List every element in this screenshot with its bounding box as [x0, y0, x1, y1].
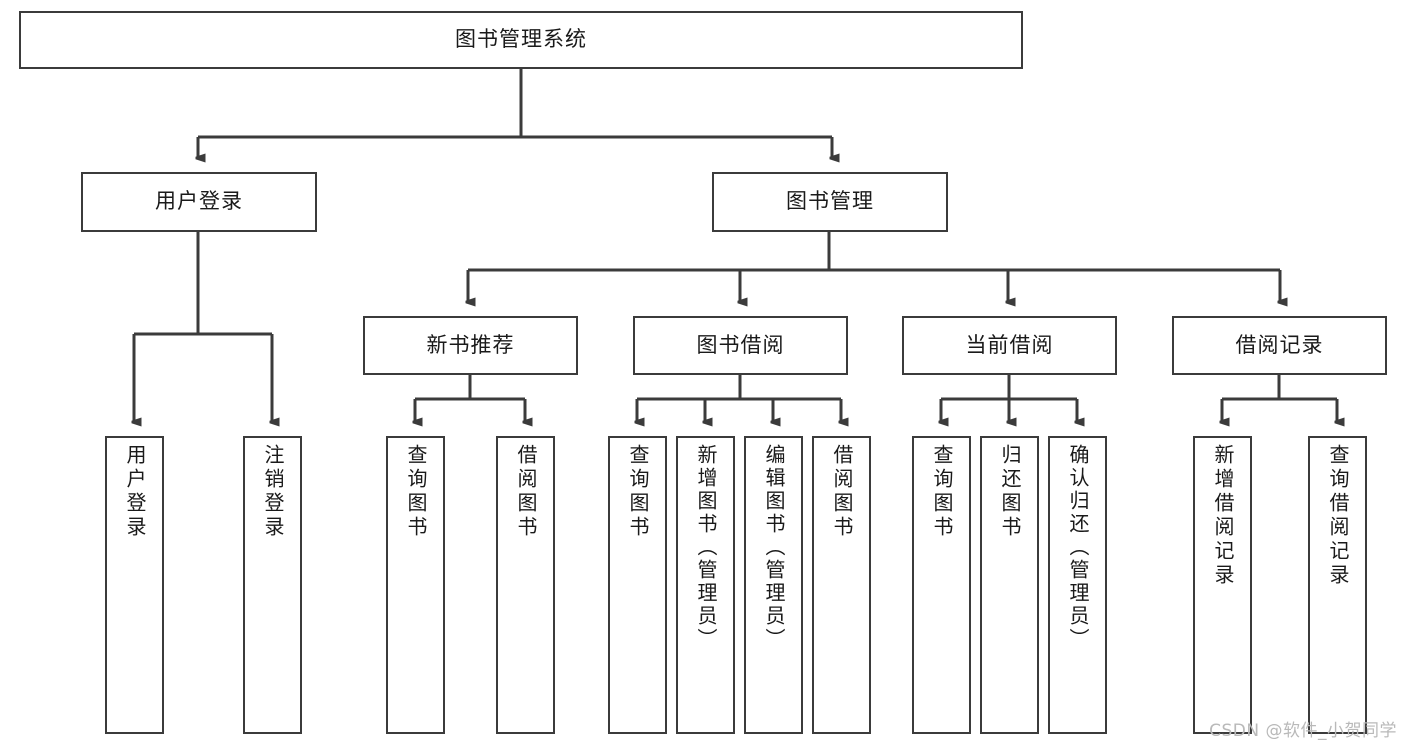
node-root-system[interactable]: 图书管理系统 [19, 11, 1023, 69]
node-label: 归还图书 [998, 444, 1022, 540]
node-label: 用户登录 [123, 444, 147, 540]
node-label: 新增借阅记录 [1211, 444, 1235, 588]
node-label: 图书管理 [786, 189, 874, 214]
node-label: 用户登录 [155, 189, 243, 214]
leaf-user-login-signout[interactable]: 注销登录 [243, 436, 302, 734]
node-label: 查询图书 [404, 444, 428, 540]
node-label: 新书推荐 [426, 332, 515, 357]
node-label: 借阅记录 [1235, 332, 1324, 357]
node-label: 图书管理系统 [455, 27, 587, 52]
leaf-current-confirm-return-admin[interactable]: 确认归还（管理员） [1048, 436, 1107, 734]
node-borrow-record[interactable]: 借阅记录 [1172, 316, 1387, 375]
csdn-watermark: CSDN @软件_小贺同学 [1209, 721, 1397, 741]
node-label: 借阅图书 [514, 444, 538, 540]
leaf-borrow-add-book-admin[interactable]: 新增图书（管理员） [676, 436, 735, 734]
node-label: 当前借阅 [965, 332, 1054, 357]
node-label: 新增图书（管理员） [694, 444, 718, 651]
node-label: 查询图书 [626, 444, 650, 540]
leaf-current-query-book[interactable]: 查询图书 [912, 436, 971, 734]
node-book-borrow[interactable]: 图书借阅 [633, 316, 848, 375]
node-book-management[interactable]: 图书管理 [712, 172, 948, 232]
node-label: 注销登录 [261, 444, 285, 540]
leaf-recommend-query-book[interactable]: 查询图书 [386, 436, 445, 734]
node-label: 图书借阅 [696, 332, 785, 357]
node-new-book-recommend[interactable]: 新书推荐 [363, 316, 578, 375]
leaf-record-query-record[interactable]: 查询借阅记录 [1308, 436, 1367, 734]
leaf-borrow-borrow-book[interactable]: 借阅图书 [812, 436, 871, 734]
node-current-borrow[interactable]: 当前借阅 [902, 316, 1117, 375]
node-label: 借阅图书 [830, 444, 854, 540]
node-user-login[interactable]: 用户登录 [81, 172, 317, 232]
leaf-borrow-query-book[interactable]: 查询图书 [608, 436, 667, 734]
leaf-recommend-borrow-book[interactable]: 借阅图书 [496, 436, 555, 734]
leaf-user-login-signin[interactable]: 用户登录 [105, 436, 164, 734]
node-label: 查询图书 [930, 444, 954, 540]
node-label: 编辑图书（管理员） [762, 444, 786, 651]
leaf-current-return-book[interactable]: 归还图书 [980, 436, 1039, 734]
node-label: 查询借阅记录 [1326, 444, 1350, 588]
node-label: 确认归还（管理员） [1066, 444, 1090, 651]
leaf-record-add-record[interactable]: 新增借阅记录 [1193, 436, 1252, 734]
leaf-borrow-edit-book-admin[interactable]: 编辑图书（管理员） [744, 436, 803, 734]
